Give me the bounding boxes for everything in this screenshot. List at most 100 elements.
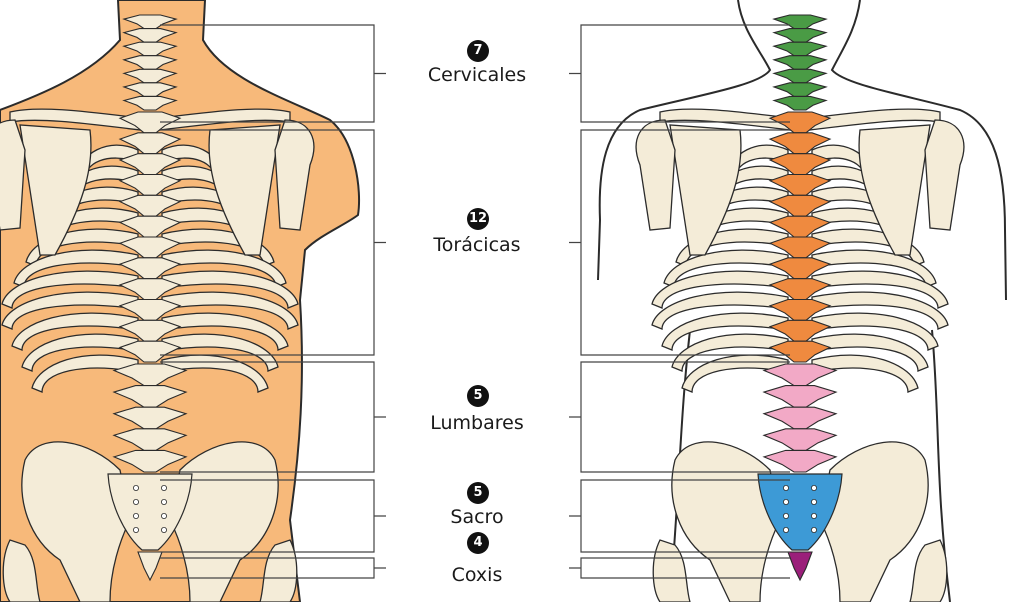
coccyx-label: Coxis bbox=[451, 564, 503, 586]
coccyx bbox=[787, 551, 813, 582]
cervical-vertebra bbox=[772, 68, 828, 84]
lumbar-vertebra bbox=[762, 449, 838, 473]
bracket-left bbox=[160, 479, 386, 553]
pelvis bbox=[21, 441, 131, 602]
rib bbox=[681, 354, 789, 393]
bracket-right bbox=[569, 557, 790, 579]
lumbar-vertebra bbox=[762, 363, 838, 387]
sacrum-count-badge: 5 bbox=[467, 482, 489, 504]
lumbar-vertebra bbox=[112, 428, 188, 451]
sacrum bbox=[757, 473, 843, 551]
rib bbox=[161, 354, 269, 393]
lumbar-label: Lumbares bbox=[430, 412, 524, 434]
cervical-vertebra bbox=[122, 95, 178, 111]
thoracic-vertebra bbox=[118, 257, 182, 280]
scapula bbox=[19, 124, 92, 256]
femur bbox=[2, 539, 41, 602]
rib bbox=[11, 312, 139, 351]
sacral-foramen bbox=[783, 527, 790, 534]
rib bbox=[661, 312, 789, 351]
cervical-vertebra bbox=[772, 82, 828, 97]
sacral-foramen bbox=[811, 527, 818, 534]
rib bbox=[1, 291, 139, 330]
rib bbox=[811, 333, 929, 372]
thoracic-vertebra bbox=[768, 132, 832, 155]
rib bbox=[811, 354, 919, 393]
lumbar-vertebra bbox=[762, 406, 838, 430]
humerus bbox=[924, 119, 965, 231]
sacral-foramen bbox=[783, 498, 790, 505]
cervical-vertebra bbox=[122, 41, 178, 57]
cervical-vertebra bbox=[772, 41, 828, 57]
rib bbox=[31, 354, 139, 393]
thoracic-vertebra bbox=[768, 298, 832, 321]
thoracic-vertebra bbox=[768, 194, 832, 217]
sacral-foramen bbox=[783, 484, 790, 491]
rib bbox=[1, 270, 139, 309]
sacral-foramen bbox=[811, 513, 818, 520]
thoracic-vertebra bbox=[118, 111, 182, 134]
thoracic-vertebra bbox=[118, 153, 182, 176]
thoracic-count-badge: 12 bbox=[467, 208, 489, 230]
sacral-foramen bbox=[160, 527, 167, 534]
humerus bbox=[635, 119, 676, 231]
bracket-left bbox=[160, 24, 386, 123]
sacral-foramen bbox=[783, 513, 790, 520]
rib bbox=[811, 312, 939, 351]
cervical-vertebra bbox=[122, 82, 178, 97]
lumbar-count-badge: 5 bbox=[467, 385, 489, 407]
sacral-foramen bbox=[160, 513, 167, 520]
rib bbox=[811, 291, 949, 330]
rib bbox=[651, 291, 789, 330]
cervical-vertebra bbox=[122, 55, 178, 70]
sacral-foramen bbox=[811, 498, 818, 505]
cervical-vertebra bbox=[772, 95, 828, 111]
left-skeleton bbox=[0, 108, 315, 602]
thoracic-vertebra bbox=[768, 236, 832, 259]
femur bbox=[652, 539, 691, 602]
rib bbox=[161, 270, 299, 309]
thoracic-vertebra bbox=[118, 319, 182, 342]
scapula bbox=[208, 124, 281, 256]
thoracic-vertebra bbox=[768, 153, 832, 176]
lumbar-vertebra bbox=[112, 406, 188, 430]
lumbar-vertebra bbox=[112, 449, 188, 473]
cervical-vertebra bbox=[122, 68, 178, 84]
rib bbox=[651, 270, 789, 309]
lumbar-vertebra bbox=[112, 363, 188, 387]
pelvis bbox=[671, 441, 781, 602]
cervical-vertebra bbox=[772, 55, 828, 70]
thoracic-vertebra bbox=[768, 215, 832, 238]
left-spine bbox=[107, 14, 193, 582]
coccyx-count-badge: 4 bbox=[467, 532, 489, 554]
femur bbox=[909, 539, 948, 602]
thoracic-vertebra bbox=[768, 278, 832, 301]
thoracic-vertebra bbox=[118, 236, 182, 259]
thoracic-vertebra bbox=[118, 132, 182, 155]
thoracic-label: Torácicas bbox=[433, 234, 521, 256]
pelvis bbox=[819, 441, 929, 602]
rib bbox=[811, 270, 949, 309]
thoracic-vertebra bbox=[768, 111, 832, 134]
lumbar-vertebra bbox=[762, 428, 838, 451]
cervical-count-badge: 7 bbox=[467, 40, 489, 62]
rib bbox=[671, 333, 789, 372]
thoracic-vertebra bbox=[118, 215, 182, 238]
scapula bbox=[858, 124, 931, 256]
sacral-foramen bbox=[160, 484, 167, 491]
sacral-foramen bbox=[132, 498, 139, 505]
bracket-right bbox=[569, 129, 790, 356]
sacrum-label: Sacro bbox=[450, 506, 504, 528]
sacral-foramen bbox=[132, 513, 139, 520]
sacral-foramen bbox=[132, 484, 139, 491]
right-skeleton bbox=[635, 108, 965, 602]
cervical-vertebra bbox=[122, 14, 178, 30]
rib bbox=[161, 291, 299, 330]
humerus bbox=[0, 119, 26, 231]
pelvis bbox=[169, 441, 279, 602]
thoracic-vertebra bbox=[118, 194, 182, 217]
lumbar-vertebra bbox=[112, 385, 188, 408]
rib bbox=[21, 333, 139, 372]
